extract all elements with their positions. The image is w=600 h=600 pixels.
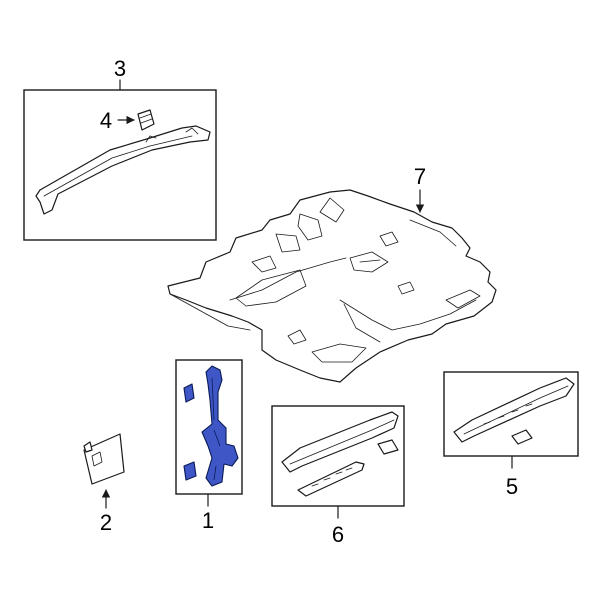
- callout-5: 5: [506, 474, 518, 499]
- part-5-box: [443, 371, 579, 457]
- part-2-group: 2: [83, 433, 125, 535]
- pillar-garnish: [35, 125, 211, 215]
- callout-4: 4: [100, 108, 112, 133]
- sill-plate-front: [281, 411, 399, 473]
- pillar-trim-group: 3 4: [23, 56, 217, 241]
- cover-tab: [83, 441, 93, 453]
- floor-carpet: [167, 189, 497, 383]
- bracket-clip-upper: [183, 383, 195, 403]
- callout-7: 7: [414, 164, 426, 189]
- part-6-group: 6: [271, 405, 405, 547]
- part-1-box: [175, 359, 243, 495]
- callout-6: 6: [332, 522, 344, 547]
- bracket-clip-lower: [183, 461, 197, 481]
- callout-2: 2: [100, 510, 112, 535]
- callout-3: 3: [114, 56, 126, 81]
- side-cover: [83, 433, 125, 485]
- sill-clip-front: [377, 439, 399, 455]
- sill-strip-front: [297, 461, 365, 497]
- part-1-group: 1: [175, 359, 243, 533]
- callout-1: 1: [202, 508, 214, 533]
- highlighted-bracket: [201, 365, 239, 487]
- sill-clip-rear: [511, 429, 533, 445]
- trim-clip: [137, 109, 155, 131]
- part-5-group: 5: [443, 371, 579, 499]
- floor-carpet-group: 7: [167, 164, 497, 383]
- pillar-trim-box: [23, 89, 217, 241]
